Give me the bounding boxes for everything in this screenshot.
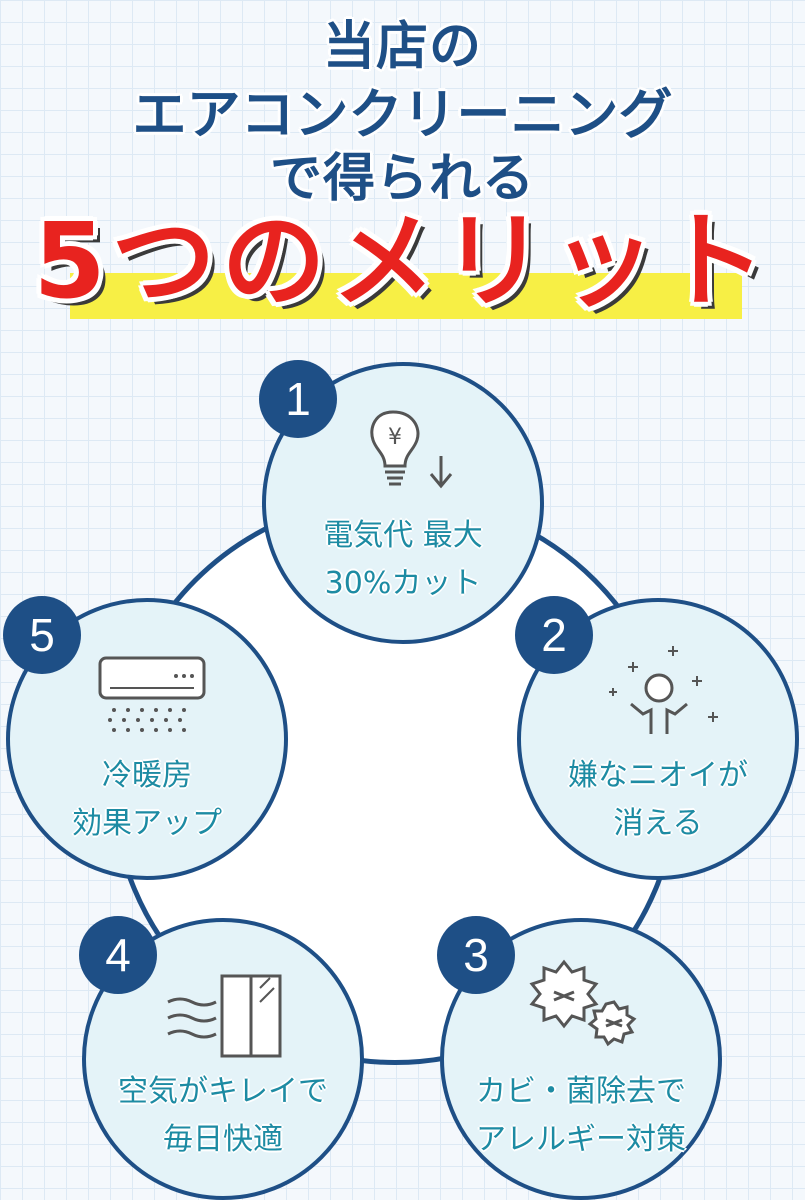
merit-5-text: 冷暖房 効果アップ xyxy=(10,752,284,848)
merit-3-text: カビ・菌除去で アレルギー対策 xyxy=(444,1068,718,1164)
merit-2-text: 嫌なニオイが 消える xyxy=(521,752,795,848)
merit-3-line2: アレルギー対策 xyxy=(476,1122,686,1157)
window-breeze-icon xyxy=(167,974,282,1058)
person-sparkle-icon xyxy=(609,646,718,734)
title-line-3: で得られる xyxy=(269,149,535,209)
merit-badge-5: 5 xyxy=(3,596,81,674)
merit-4-text: 空気がキレイで 毎日快適 xyxy=(86,1068,360,1164)
merit-1-line2: 30%カット xyxy=(324,566,482,601)
title-line-2: エアコンクリーニング xyxy=(132,83,673,146)
title-highlight-bar xyxy=(70,273,742,319)
merit-circle-1: ¥ 電気代 最大 30%カット xyxy=(262,362,544,644)
merit-1-text: 電気代 最大 30%カット xyxy=(266,512,540,608)
merit-4-line2: 毎日快適 xyxy=(163,1122,283,1157)
title-merits: 5つのメリット xyxy=(33,200,772,322)
merit-badge-3: 3 xyxy=(437,916,515,994)
merit-badge-2: 2 xyxy=(515,596,593,674)
title-line-1: 当店の xyxy=(322,17,482,77)
merit-circle-5: 冷暖房 効果アップ xyxy=(6,598,288,880)
merit-3-line1: カビ・菌除去で xyxy=(476,1074,686,1109)
lightbulb-yen-down-icon: ¥ xyxy=(370,410,453,489)
svg-text:¥: ¥ xyxy=(388,425,402,450)
germ-icon xyxy=(529,959,637,1047)
merit-4-line1: 空気がキレイで xyxy=(118,1074,328,1109)
merit-5-line2: 効果アップ xyxy=(72,806,222,841)
merit-5-line1: 冷暖房 xyxy=(102,758,192,793)
merit-2-line1: 嫌なニオイが xyxy=(568,758,748,793)
merit-1-line1: 電気代 最大 xyxy=(323,518,483,553)
merit-badge-4: 4 xyxy=(79,916,157,994)
merit-badge-1: 1 xyxy=(259,360,337,438)
air-conditioner-icon xyxy=(98,656,206,732)
merit-2-line2: 消える xyxy=(613,806,703,841)
